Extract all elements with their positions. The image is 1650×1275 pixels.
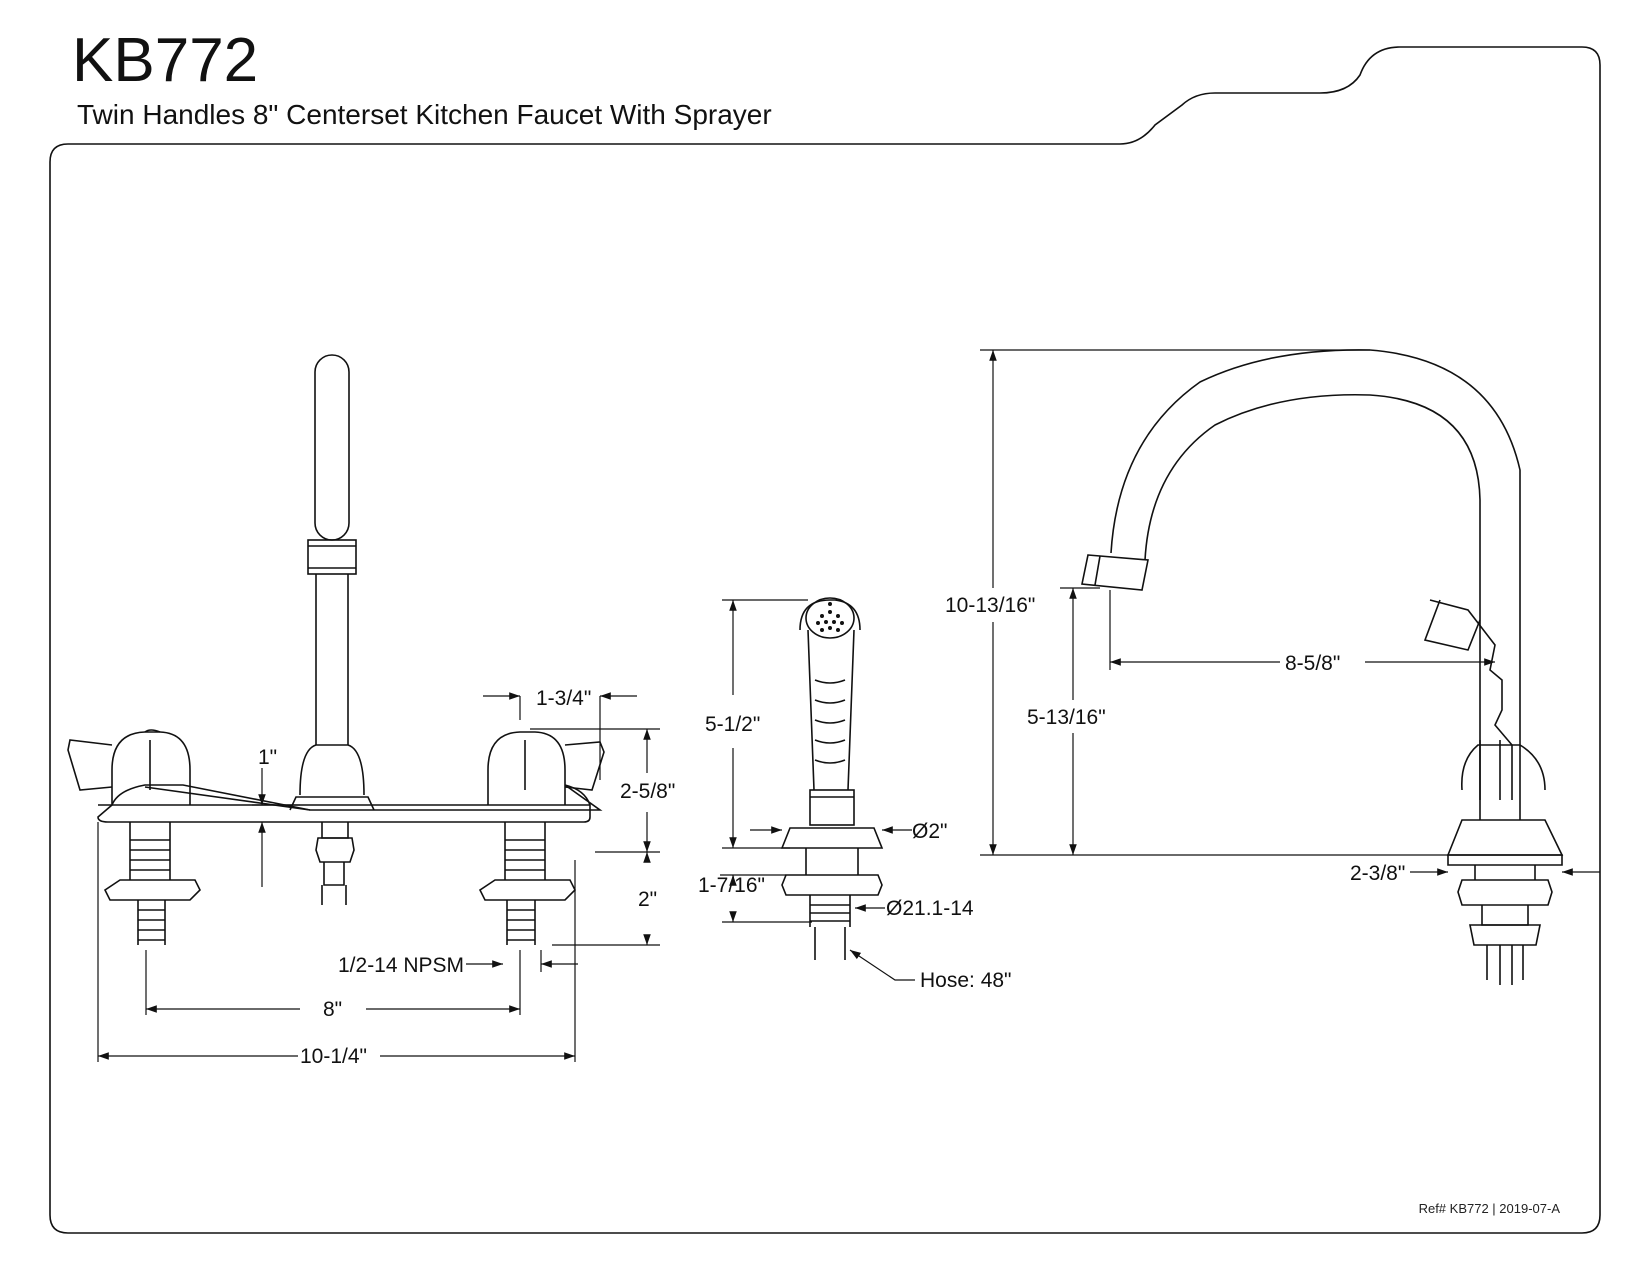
page-frame xyxy=(49,46,1601,1234)
dim-sprayer-base-diameter: Ø2" xyxy=(912,820,947,843)
dim-shank-length: 2" xyxy=(638,888,657,911)
product-description: Twin Handles 8" Centerset Kitchen Faucet… xyxy=(77,99,772,130)
dim-sprayer-thread: Ø21.1-14 xyxy=(886,897,974,920)
dim-sprayer-height: 5-1/2" xyxy=(705,713,760,736)
dim-deck-to-spout: 1" xyxy=(258,746,277,769)
sprayer-dimension-lines xyxy=(720,599,915,981)
model-number: KB772 xyxy=(72,26,259,95)
sprayer-view xyxy=(780,597,884,960)
dim-spout-clearance: 5-13/16" xyxy=(1027,706,1106,729)
dim-hose-length: Hose: 48" xyxy=(920,969,1012,992)
reference-code: Ref# KB772 | 2019-07-A xyxy=(1418,1201,1560,1216)
dim-handle-offset: 1-3/4" xyxy=(536,687,591,710)
faucet-side-view xyxy=(1081,349,1564,985)
side-dimension-lines xyxy=(980,349,1600,876)
dim-centers: 8" xyxy=(323,998,342,1021)
dim-thread-size: 1/2-14 NPSM xyxy=(338,954,464,977)
dim-plate-width: 10-1/4" xyxy=(300,1045,367,1068)
front-dimension-lines xyxy=(97,692,660,1062)
sprayer-nozzle-holes xyxy=(816,602,844,632)
dim-sprayer-shank-length: 1-7/16" xyxy=(698,874,765,897)
dim-base-depth: 2-3/8" xyxy=(1350,862,1405,885)
faucet-front-view xyxy=(67,354,605,945)
dim-total-height: 10-13/16" xyxy=(945,594,1035,617)
dim-spout-reach: 8-5/8" xyxy=(1285,652,1340,675)
dim-handle-height: 2-5/8" xyxy=(620,780,675,803)
